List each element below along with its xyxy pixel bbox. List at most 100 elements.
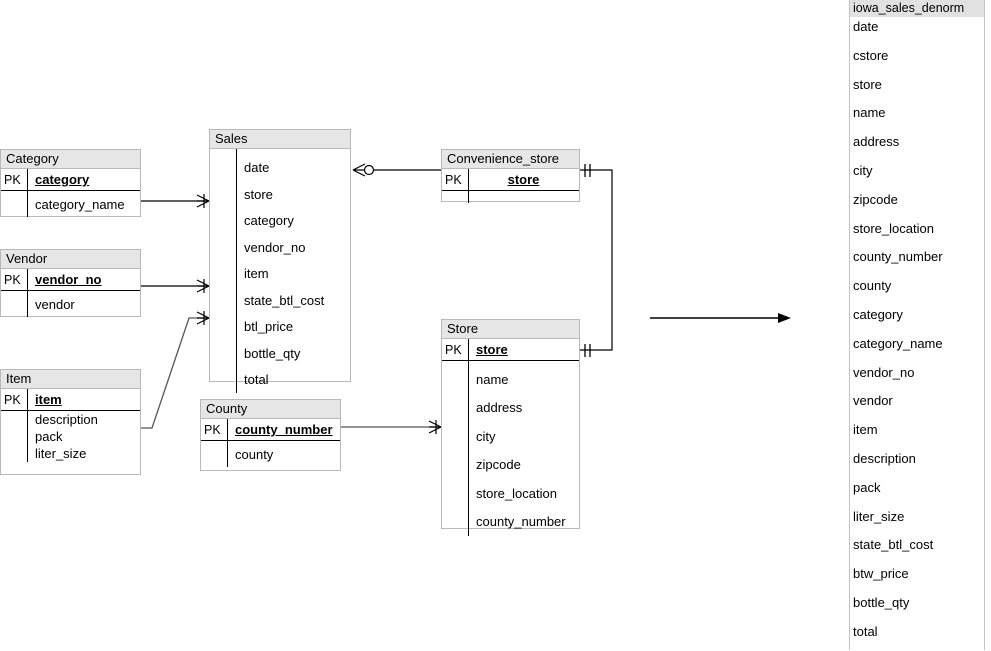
attribute-name: category xyxy=(244,213,294,228)
entity-item[interactable]: Item PK item description pack liter_size xyxy=(0,369,141,475)
denorm-column-item[interactable]: zipcode xyxy=(853,191,898,207)
entity-vendor-pk-row: PK vendor_no xyxy=(1,269,140,291)
attribute-row: state_btl_cost xyxy=(210,287,350,313)
pk-indicator: PK xyxy=(445,172,462,187)
attribute-row: pack xyxy=(1,428,140,445)
denorm-column-item[interactable]: cstore xyxy=(853,47,889,63)
denorm-column-item[interactable]: state_btl_cost xyxy=(853,537,934,553)
denorm-column-item[interactable]: liter_size xyxy=(853,508,905,524)
attribute-name: state_btl_cost xyxy=(244,292,325,308)
denorm-column-item[interactable]: county xyxy=(853,278,892,294)
attribute-row: zipcode xyxy=(442,450,579,479)
entity-convenience-store-pk-row: PK store xyxy=(442,169,579,191)
entity-item-title: Item xyxy=(1,370,140,389)
attribute-row: county xyxy=(201,441,340,467)
entity-store-title: Store xyxy=(442,320,579,339)
attribute-name: bottle_qty xyxy=(244,345,301,361)
denorm-column-item[interactable]: address xyxy=(853,134,900,150)
denorm-column-item[interactable]: total xyxy=(853,623,878,639)
attribute-row: btl_price xyxy=(210,313,350,340)
attribute-name: btl_price xyxy=(244,319,294,334)
pk-field-name: vendor_no xyxy=(35,272,102,287)
denorm-column-item[interactable]: county_number xyxy=(853,249,943,265)
attribute-row: bottle_qty xyxy=(210,340,350,366)
attribute-row: vendor_no xyxy=(210,234,350,260)
pk-field-name: store xyxy=(507,172,540,187)
entity-convenience-store-body: PK store xyxy=(442,169,579,203)
entity-store-pk-row: PK store xyxy=(442,339,579,361)
denorm-column-item[interactable]: pack xyxy=(853,479,881,495)
attribute-name: description xyxy=(35,412,98,427)
entity-category-title: Category xyxy=(1,150,140,169)
attribute-row: category xyxy=(210,207,350,234)
attribute-name: county xyxy=(235,446,274,462)
entity-store[interactable]: Store PK store name address city zipcode… xyxy=(441,319,580,536)
denorm-column-item[interactable]: category_name xyxy=(853,335,943,351)
attribute-row: store_location xyxy=(442,479,579,507)
pk-indicator: PK xyxy=(204,422,221,437)
denorm-column-item[interactable]: store_location xyxy=(853,220,934,236)
attribute-name: total xyxy=(244,372,269,387)
denorm-table-header: iowa_sales_denorm xyxy=(850,0,984,17)
attribute-row: county_number xyxy=(442,507,579,536)
denorm-column-item[interactable]: description xyxy=(853,450,916,466)
attribute-name: vendor xyxy=(35,296,75,312)
entity-sales-title: Sales xyxy=(210,130,350,149)
denorm-column-item[interactable]: category xyxy=(853,306,903,322)
entity-sales[interactable]: Sales date store category vendor_no item… xyxy=(209,129,351,393)
pk-field-name: county_number xyxy=(235,422,333,437)
entity-category-body: PK category category_name xyxy=(1,169,140,217)
relationship-vendor-sales xyxy=(141,279,210,293)
attribute-name: date xyxy=(244,160,270,175)
attribute-name: store xyxy=(244,186,273,202)
attribute-name: category_name xyxy=(35,196,125,212)
denorm-column-item[interactable]: vendor xyxy=(853,393,893,409)
pk-indicator: PK xyxy=(4,172,21,187)
relationship-county-store xyxy=(340,420,442,434)
denorm-column-item[interactable]: store xyxy=(853,76,882,92)
denorm-column-item[interactable]: city xyxy=(853,162,873,178)
pk-field-name: category xyxy=(35,172,90,187)
entity-vendor-title: Vendor xyxy=(1,250,140,269)
entity-convenience-store[interactable]: Convenience_store PK store xyxy=(441,149,580,203)
attribute-row: date xyxy=(210,149,350,181)
attribute-row: liter_size xyxy=(1,445,140,462)
attribute-name: city xyxy=(476,428,496,444)
denormalization-arrow xyxy=(650,313,791,323)
attribute-row: address xyxy=(442,393,579,422)
entity-sales-body: date store category vendor_no item state… xyxy=(210,149,350,393)
entity-item-body: PK item description pack liter_size xyxy=(1,389,140,462)
entity-county-pk-row: PK county_number xyxy=(201,419,340,441)
pk-indicator: PK xyxy=(4,392,21,407)
attribute-row: category_name xyxy=(1,191,140,217)
attribute-name: county_number xyxy=(476,514,566,529)
entity-convenience-store-title: Convenience_store xyxy=(442,150,579,169)
relationship-sales-conveniencestore xyxy=(352,163,441,177)
denorm-column-item[interactable]: date xyxy=(853,19,879,34)
denorm-column-list: date cstore store name address city zipcode sto… xyxy=(850,17,984,651)
pk-indicator: PK xyxy=(445,342,462,357)
entity-vendor[interactable]: Vendor PK vendor_no vendor xyxy=(0,249,141,317)
entity-vendor-body: PK vendor_no vendor xyxy=(1,269,140,317)
attribute-name: address xyxy=(476,400,523,415)
denorm-column-item[interactable]: name xyxy=(853,105,886,121)
attribute-row: total xyxy=(210,366,350,393)
attribute-row: description xyxy=(1,411,140,428)
entity-county-body: PK county_number county xyxy=(201,419,340,467)
attribute-name: zipcode xyxy=(476,457,521,472)
denorm-column-item[interactable]: item xyxy=(853,422,878,438)
entity-item-pk-row: PK item xyxy=(1,389,140,411)
denorm-column-item[interactable]: vendor_no xyxy=(853,364,915,380)
attribute-row: store xyxy=(210,181,350,207)
entity-county[interactable]: County PK county_number county xyxy=(200,399,341,471)
attribute-name: store_location xyxy=(476,485,557,501)
denormalized-table-panel[interactable]: iowa_sales_denorm date cstore store name add… xyxy=(849,0,985,650)
pk-indicator: PK xyxy=(4,272,21,287)
entity-category[interactable]: Category PK category category_name xyxy=(0,149,141,217)
attribute-row: name xyxy=(442,361,579,393)
denorm-column-item[interactable]: bottle_qty xyxy=(853,594,910,610)
attribute-name: liter_size xyxy=(35,446,87,461)
denorm-column-item[interactable]: btw_price xyxy=(853,566,909,582)
relationship-category-sales xyxy=(141,194,210,208)
